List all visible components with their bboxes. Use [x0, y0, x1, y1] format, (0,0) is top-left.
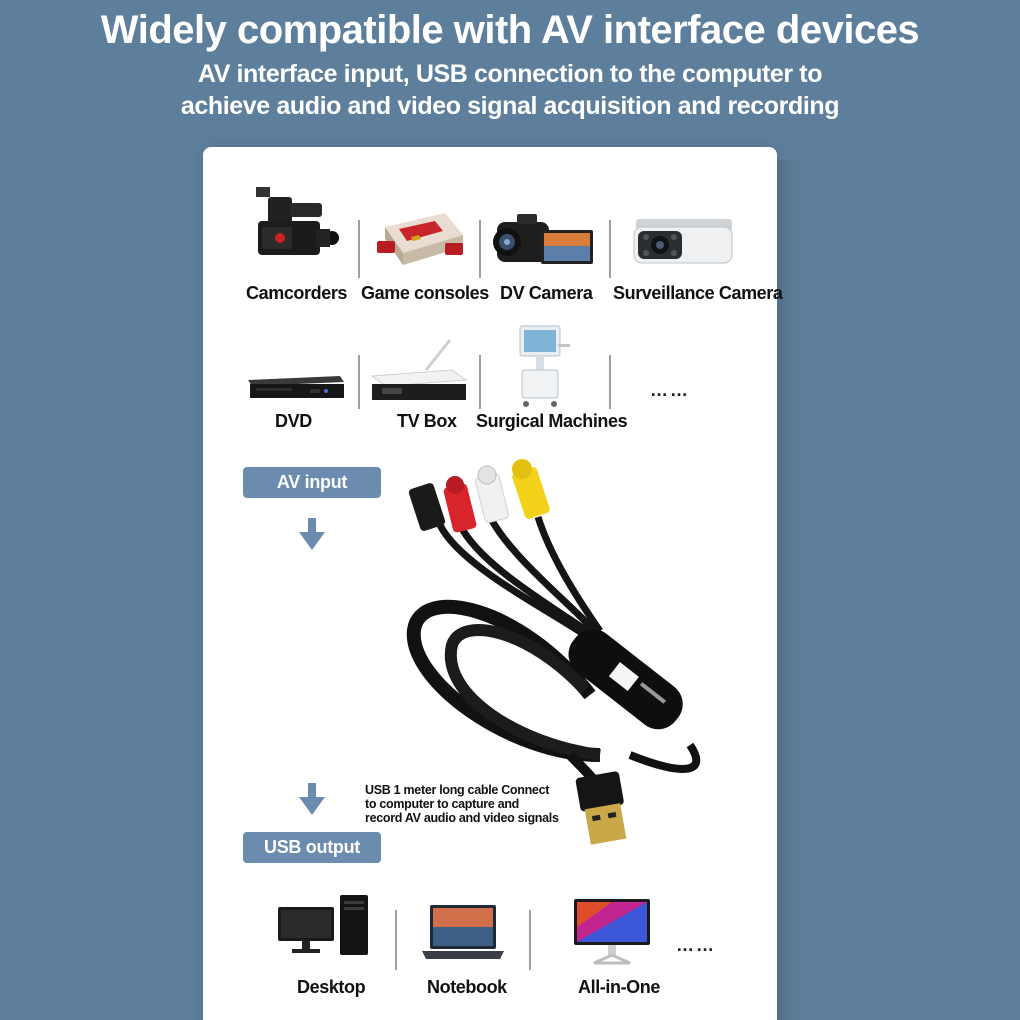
separator: [479, 355, 481, 409]
cable-note-line: record AV audio and video signals: [365, 811, 559, 825]
device-label-surveillance-camera: Surveillance Camera: [613, 283, 783, 303]
av-input-badge: AV input: [243, 467, 381, 498]
dv-camera-icon: [487, 210, 597, 270]
page-title: Widely compatible with AV interface devi…: [100, 8, 920, 52]
compatibility-card: [203, 147, 777, 1020]
page-subtitle-line2: achieve audio and video signal acquisiti…: [180, 92, 840, 120]
cable-note-line: to computer to capture and: [365, 797, 520, 811]
camcorder-icon: [250, 183, 340, 273]
arrow-down-icon: [299, 783, 325, 820]
separator: [609, 355, 611, 409]
av-to-usb-cable-icon: [400, 455, 720, 845]
separator: [479, 220, 481, 278]
separator: [358, 220, 360, 278]
device-label-camcorders: Camcorders: [246, 283, 348, 303]
device-label-surgical-machines: Surgical Machines: [476, 411, 628, 431]
more-output-devices: ……: [676, 935, 716, 955]
device-label-desktop: Desktop: [297, 977, 366, 997]
device-label-game-consoles: Game consoles: [361, 283, 489, 303]
cable-note: USB 1 meter long cable Connect to comput…: [365, 783, 559, 825]
device-label-all-in-one: All-in-One: [578, 977, 660, 997]
device-label-dv-camera: DV Camera: [500, 283, 593, 303]
tv-box-icon: [368, 338, 470, 406]
card-shadow: [777, 160, 807, 1020]
cable-note-line: USB 1 meter long cable Connect: [365, 783, 550, 797]
usb-output-badge: USB output: [243, 832, 381, 863]
separator: [395, 910, 397, 970]
separator: [529, 910, 531, 970]
separator: [609, 220, 611, 278]
game-console-icon: [375, 207, 465, 269]
device-label-notebook: Notebook: [427, 977, 507, 997]
dvd-player-icon: [246, 372, 346, 402]
arrow-down-icon: [299, 518, 325, 555]
laptop-icon: [420, 903, 506, 963]
surveillance-camera-icon: [630, 213, 738, 269]
surgical-machine-icon: [508, 320, 574, 408]
device-label-dvd: DVD: [275, 411, 312, 431]
more-input-devices: ……: [650, 380, 690, 400]
page-subtitle-line1: AV interface input, USB connection to th…: [197, 60, 823, 88]
device-label-tv-box: TV Box: [397, 411, 457, 431]
desktop-computer-icon: [276, 893, 372, 957]
all-in-one-pc-icon: [572, 897, 652, 967]
separator: [358, 355, 360, 409]
